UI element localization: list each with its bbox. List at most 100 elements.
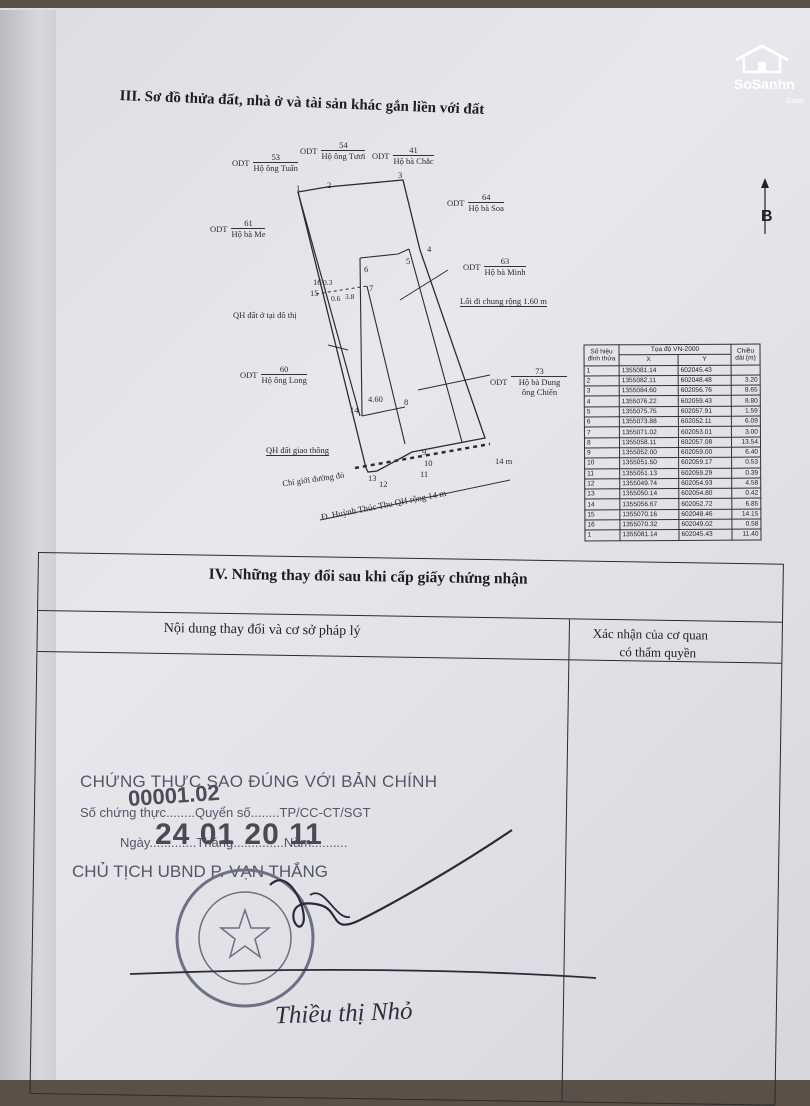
coordinate-cell-p: 5 [584,406,620,418]
point-label: 7 [369,283,374,293]
coordinate-cell-p: 6 [584,416,620,428]
coordinate-cell-d: 1.59 [731,405,761,417]
coordinate-cell-d: 3.00 [731,426,761,437]
north-label: B [761,208,773,225]
col-right-header-line1: Xác nhận của cơ quan [592,625,709,643]
qh-residential-label: QH đất ở tại đô thị [233,310,297,320]
arrow-63 [399,269,449,301]
watermark-logo: SoSanhn Great [722,42,810,112]
watermark-brand: SoSanhn [734,76,795,92]
coordinate-cell-p: 13 [584,488,620,500]
official-seal-icon [175,868,315,1008]
coordinate-cell-y: 602059.29 [678,467,732,479]
coordinate-cell-x: 1355071.02 [619,426,679,438]
coordinate-cell-p: 3 [584,385,620,397]
point-label: 8 [404,397,409,407]
coordinate-cell-x: 1355049.74 [619,478,679,489]
road-boundary-line [354,442,491,470]
coordinate-cell-x: 1355051.13 [619,468,679,479]
coordinate-cell-x: 1355070.16 [619,509,679,520]
qh-traffic-label: QH đất giao thông [266,445,330,456]
col-x-header: X [619,354,679,366]
coordinate-cell-x: 1355070.32 [619,519,679,531]
dashed-setback [315,285,368,295]
coordinate-cell-x: 1355082.11 [619,375,679,386]
house-bottom-edge [361,406,406,417]
arrow-qh [327,344,349,351]
signature-underline [129,969,597,979]
coordinate-cell-p: 1 [584,365,620,376]
house-icon [735,44,789,74]
coordinate-cell-x: 1355056.67 [619,498,679,510]
stamp-line2: Số chứng thực........Quyển số........TP/… [80,805,371,820]
col-y-header: Y [678,354,732,366]
coordinate-cell-p: 2 [584,375,620,387]
coordinate-cell-d: 8.65 [731,385,761,396]
point-label: 16 [313,277,322,287]
coordinate-cell-x: 1355075.75 [619,406,679,417]
coordinate-cell-y: 602059.17 [678,457,732,469]
point-label: 11 [420,469,429,479]
stamp-line4: CHỦ TỊCH UBND P. VẠN THẮNG [72,862,328,881]
road-edge [319,479,511,521]
coordinate-cell-d: 0.39 [731,467,761,479]
coordinate-cell-d: 14.15 [731,508,761,520]
point-label: 4 [427,244,432,254]
coordinate-cell-d [731,364,761,376]
dim-label: 0.6 [331,294,341,303]
coordinate-cell-p: 10 [584,458,620,469]
dim-label: 4.60 [368,394,383,404]
point-label: 2 [327,180,332,190]
date-digits: 24 01 20 11 [155,818,323,851]
coordinate-cell-p: 7 [584,427,620,438]
col-point-header: Số hiệu đỉnh thửa [583,344,620,366]
coordinate-cell-d: 6.40 [731,447,761,458]
column-divider [561,619,571,1102]
coordinate-cell-y: 602054.80 [678,488,732,499]
coordinate-cell-p: 1 [584,530,621,541]
coordinate-cell-d: 4.58 [731,477,761,489]
coordinate-cell-d: 6.09 [731,416,761,427]
house-left-edge [359,257,363,417]
coordinate-cell-y: 602049.02 [678,519,732,530]
coordinate-cell-d: 13.54 [731,436,761,448]
signature-icon [269,829,513,928]
point-label: 15 [310,288,319,298]
coordinate-cell-y: 602048.46 [678,508,732,520]
parcel-left-edge [297,191,361,417]
coordinate-cell-p: 8 [584,437,620,448]
coordinate-cell-x: 1355081.14 [619,529,680,541]
coordinate-cell-x: 1355051.50 [619,457,679,469]
coordinate-cell-p: 12 [584,478,620,490]
coordinate-cell-x: 1355081.14 [619,365,679,376]
point-label: 5 [406,256,411,266]
coordinate-cell-x: 1355076.22 [619,395,679,407]
coordinate-cell-p: 9 [584,447,620,459]
coordinate-cell-p: 4 [584,396,620,407]
col-left-header: Nội dung thay đổi và cơ sở pháp lý [163,620,361,640]
signer-name: Thiều thị Nhỏ [274,997,413,1030]
coordinate-cell-y: 602056.76 [678,385,732,396]
house-right-edge [366,285,406,445]
parcel-drawing [297,179,511,521]
page-fold [0,10,56,1080]
point-label: 9 [422,447,427,457]
point-label: 3 [398,170,403,180]
coordinate-cell-x: 1355084.60 [619,385,679,397]
coordinate-cell-d: 0.53 [731,457,761,468]
col-length-header: Chiều dài (m) [730,344,761,365]
coordinate-cell-x: 1355058.11 [619,437,679,448]
point-label: 6 [364,264,369,274]
coordinate-cell-y: 602052.72 [678,498,732,510]
stamp-line3: Ngày.............Tháng..............Năm.… [120,835,348,850]
coordinate-cell-y: 602059.43 [678,395,732,407]
arrow-73 [417,374,491,391]
coordinate-cell-x: 1355052.00 [619,447,679,459]
col-right-header-line2: có thẩm quyền [619,644,697,661]
